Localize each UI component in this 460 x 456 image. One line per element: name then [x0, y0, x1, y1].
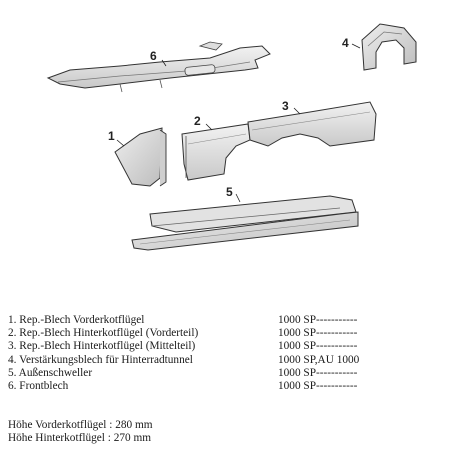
parts-row: 5. Außenschweller 1000 SP----------- [8, 367, 458, 380]
parts-diagram: 6 4 1 2 3 5 [46, 23, 417, 251]
part-4-tunnel-reinforcement [361, 23, 417, 71]
part-code: 1000 SP,AU 1000 [278, 353, 360, 366]
callout-6: 6 [150, 49, 157, 63]
parts-row: 4. Verstärkungsblech für Hinterradtunnel… [8, 354, 458, 367]
height-specs: Höhe Vorderkotflügel : 280 mm Höhe Hinte… [8, 419, 308, 445]
callout-4: 4 [342, 36, 349, 50]
part-description: 2. Rep.-Blech Hinterkotflügel (Vordertei… [8, 327, 199, 340]
parts-list: 1. Rep.-Blech Vorderkotflügel 1000 SP---… [8, 314, 458, 393]
callout-5: 5 [226, 185, 233, 199]
part-1-front-fender-panel [114, 127, 167, 187]
parts-row: 3. Rep.-Blech Hinterkotflügel (Mitteltei… [8, 340, 458, 353]
parts-row: 1. Rep.-Blech Vorderkotflügel 1000 SP---… [8, 314, 458, 327]
part-description: 3. Rep.-Blech Hinterkotflügel (Mitteltei… [8, 340, 196, 353]
part-description: 6. Frontblech [8, 380, 69, 393]
rear-fender-height: Höhe Hinterkotflügel : 270 mm [8, 432, 152, 445]
part-description: 1. Rep.-Blech Vorderkotflügel [8, 314, 145, 326]
parts-row: 6. Frontblech 1000 SP----------- [8, 380, 458, 393]
part-code: 1000 SP----------- [278, 366, 358, 379]
part-5-outer-sill [131, 195, 359, 251]
part-description: 4. Verstärkungsblech für Hinterradtunnel [8, 353, 193, 366]
part-3-rear-fender-middle [247, 101, 377, 147]
part-code: 1000 SP----------- [278, 314, 358, 326]
part-code: 1000 SP----------- [278, 340, 358, 353]
parts-row: 2. Rep.-Blech Hinterkotflügel (Vordertei… [8, 327, 458, 340]
part-code: 1000 SP----------- [278, 327, 358, 340]
front-fender-height: Höhe Vorderkotflügel : 280 mm [8, 419, 153, 431]
callout-2: 2 [194, 114, 201, 128]
part-6-front-panel [46, 41, 271, 93]
part-2-rear-fender-front [181, 123, 251, 181]
part-description: 5. Außenschweller [8, 366, 93, 379]
callout-3: 3 [282, 99, 289, 113]
part-code: 1000 SP----------- [278, 380, 358, 393]
callout-1: 1 [108, 129, 115, 143]
